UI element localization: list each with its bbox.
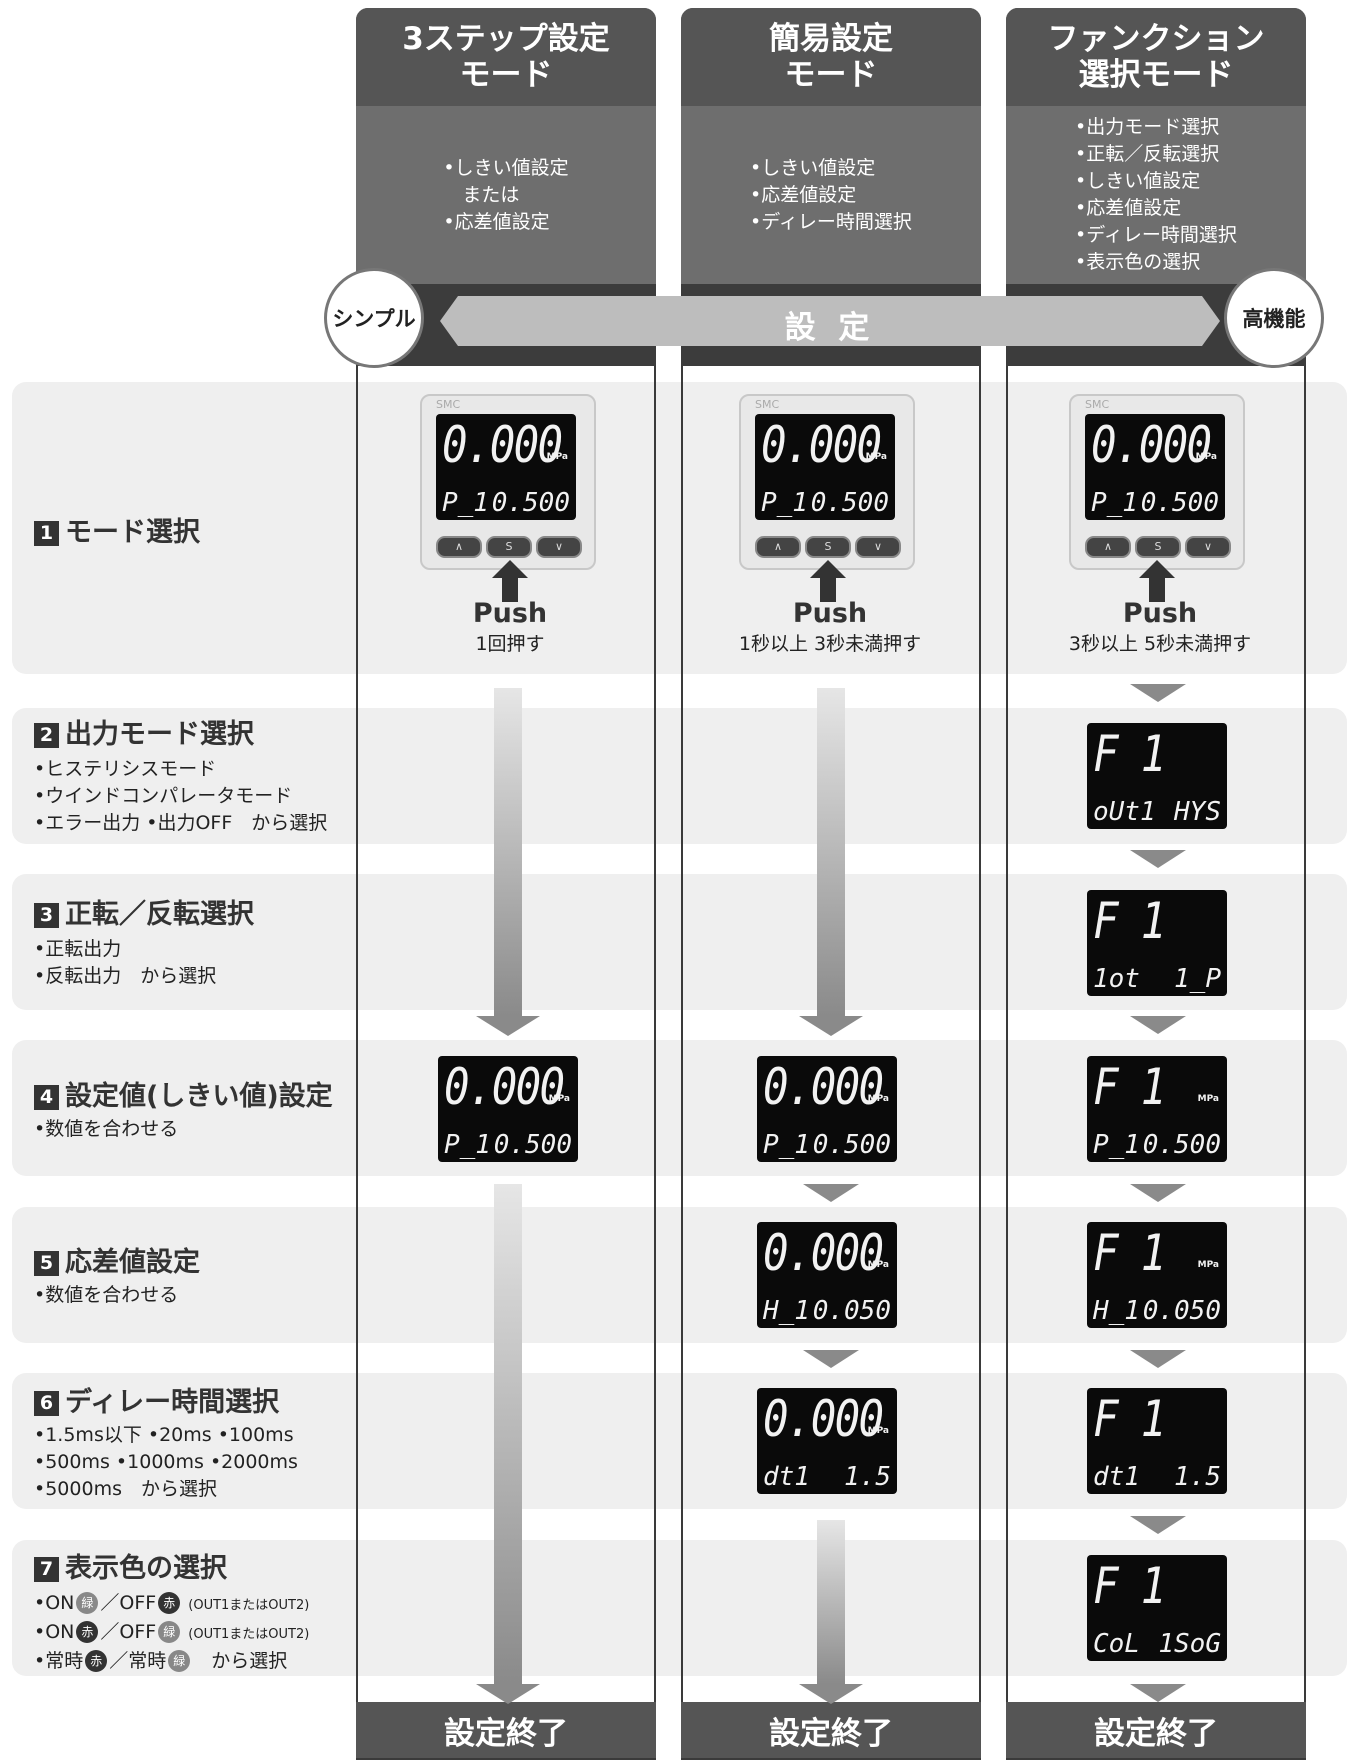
desc-item: 正転／反転選択 <box>1075 141 1237 168</box>
down-button[interactable]: ∨ <box>1185 536 1231 558</box>
long-down-arrow-icon <box>476 1184 540 1704</box>
up-button[interactable]: ∧ <box>755 536 801 558</box>
down-button[interactable]: ∨ <box>855 536 901 558</box>
desc-item: ディレー時間選択 <box>1075 222 1237 249</box>
green-dot-icon: 緑 <box>158 1621 181 1643</box>
desc-item: ディレー時間選択 <box>750 209 912 236</box>
down-triangle-icon <box>1130 684 1186 702</box>
push-label: Push 1秒以上 3秒未満押す <box>738 598 922 655</box>
desc-item: または <box>443 183 520 206</box>
down-triangle-icon <box>803 1184 859 1202</box>
up-button[interactable]: ∧ <box>1085 536 1131 558</box>
column-title: 簡易設定 モード <box>681 8 981 106</box>
end-label: 設定終了 <box>1006 1702 1306 1758</box>
desc-item: 応差値設定 <box>750 182 912 209</box>
end-label: 設定終了 <box>356 1702 656 1758</box>
down-triangle-icon <box>1130 1516 1186 1534</box>
long-down-arrow-icon <box>476 688 540 1036</box>
column-title: ファンクション 選択モード <box>1006 8 1306 106</box>
row-items-4: 数値を合わせる <box>34 1116 178 1143</box>
long-down-arrow-icon <box>799 688 863 1036</box>
down-triangle-icon <box>1130 850 1186 868</box>
push-label: Push 1回押す <box>472 598 548 655</box>
red-dot-icon: 赤 <box>85 1650 108 1672</box>
column-title: 3ステップ設定 モード <box>356 8 656 106</box>
push-arrow-icon <box>492 560 528 602</box>
down-button[interactable]: ∨ <box>536 536 582 558</box>
desc-item: 出力モード選択 <box>1075 114 1237 141</box>
set-button[interactable]: S <box>1135 536 1181 558</box>
double-arrow-icon <box>440 296 1220 346</box>
desc-item: 表示色の選択 <box>1075 249 1237 276</box>
push-label: Push 3秒以上 5秒未満押す <box>1068 598 1252 655</box>
desc-item: しきい値設定 <box>750 155 912 182</box>
down-triangle-icon <box>803 1350 859 1368</box>
scale-left-circle: シンプル <box>324 268 424 368</box>
push-arrow-icon <box>1139 560 1175 602</box>
column-description: しきい値設定 または 応差値設定 <box>356 106 656 284</box>
row-items-5: 数値を合わせる <box>34 1282 178 1309</box>
green-dot-icon: 緑 <box>76 1592 99 1614</box>
scale-right-circle: 高機能 <box>1224 268 1324 368</box>
row-items-2: ヒステリシスモード ウインドコンパレータモード エラー出力 •出力OFF から選… <box>34 756 327 837</box>
down-triangle-icon <box>1130 1016 1186 1034</box>
color-item: 常時赤／常時緑 から選択 <box>34 1648 309 1675</box>
red-dot-icon: 赤 <box>158 1592 181 1614</box>
down-triangle-icon <box>1130 1350 1186 1368</box>
column-description: 出力モード選択 正転／反転選択 しきい値設定 応差値設定 ディレー時間選択 表示… <box>1006 106 1306 284</box>
desc-item: しきい値設定 <box>443 155 569 182</box>
desc-item: 応差値設定 <box>1075 195 1237 222</box>
desc-item: 応差値設定 <box>443 209 568 236</box>
set-button[interactable]: S <box>486 536 532 558</box>
row-items-6: 1.5ms以下 •20ms •100ms 500ms •1000ms •2000… <box>34 1422 298 1503</box>
up-button[interactable]: ∧ <box>436 536 482 558</box>
push-arrow-icon <box>810 560 846 602</box>
scale-center-label: 設 定 <box>784 310 876 346</box>
down-triangle-icon <box>1130 1684 1186 1702</box>
row-items-3: 正転出力 反転出力 から選択 <box>34 936 216 990</box>
set-button[interactable]: S <box>805 536 851 558</box>
long-down-arrow-icon <box>799 1520 863 1704</box>
down-triangle-icon <box>1130 1184 1186 1202</box>
end-label: 設定終了 <box>681 1702 981 1758</box>
green-dot-icon: 緑 <box>168 1650 191 1672</box>
red-dot-icon: 赤 <box>76 1621 99 1643</box>
desc-item: しきい値設定 <box>1075 168 1237 195</box>
column-description: しきい値設定 応差値設定 ディレー時間選択 <box>681 106 981 284</box>
